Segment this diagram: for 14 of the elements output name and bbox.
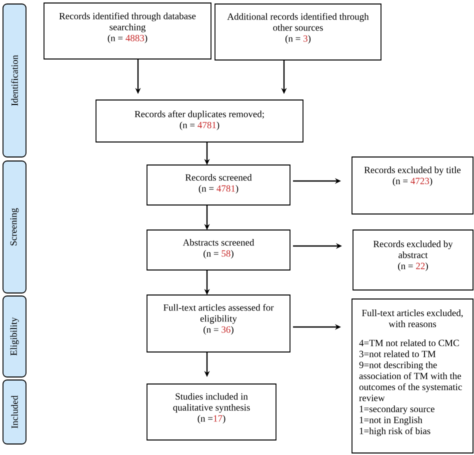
process-box: Studies included in qualitative synthesis (n =17): [146, 384, 276, 440]
process-box: Additional records identified through other sources (n = 3): [214, 4, 382, 60]
process-box: Full-text articles assessed for eligibility (n = 36): [146, 294, 290, 352]
process-box: Records identified through database searching (n = 4883): [44, 2, 212, 60]
stage-band: Included: [2, 380, 26, 444]
stage-band: Screening: [2, 160, 26, 294]
process-box: Records excluded by title (n = 4723): [352, 156, 474, 214]
process-box: Records screened (n = 4781): [146, 164, 290, 206]
process-box: Records after duplicates removed; (n = 4781): [96, 100, 304, 142]
stage-band: Eligibility: [2, 296, 26, 378]
process-box: Records excluded by abstract (n = 22): [352, 230, 474, 290]
stage-band: Identification: [2, 4, 26, 158]
process-box: Abstracts screened (n = 58): [146, 230, 290, 270]
process-box: Full-text articles excluded, with reasons 4=TM not related to CMC 3=not related to TM 9=not describing the association of TM with the outcomes of the systematic review 1=secondary source 1=not in English 1=high risk of bias: [352, 298, 474, 454]
